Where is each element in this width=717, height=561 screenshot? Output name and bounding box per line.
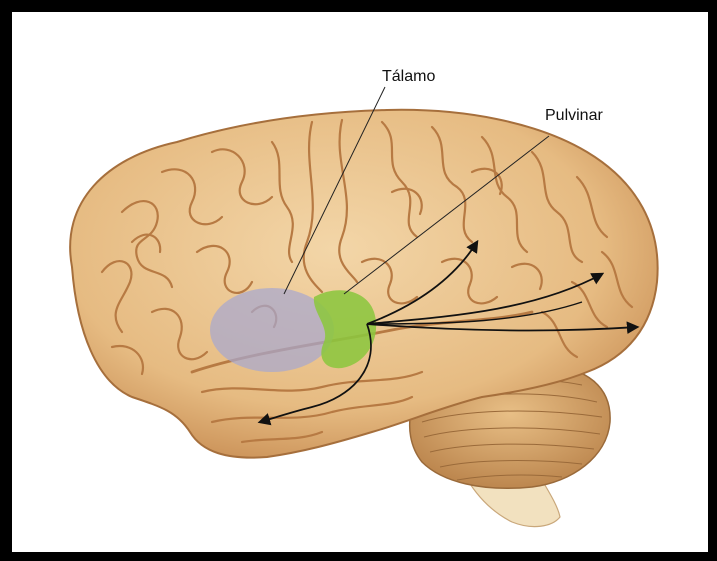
figure-panel: Tálamo Pulvinar: [12, 12, 708, 552]
brain-diagram: Tálamo Pulvinar: [12, 12, 708, 552]
pulvinar-label: Pulvinar: [545, 107, 603, 124]
thalamus-label: Tálamo: [382, 68, 435, 85]
